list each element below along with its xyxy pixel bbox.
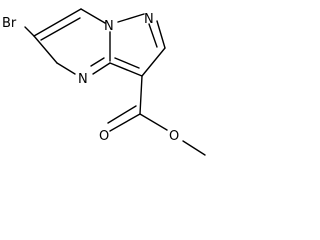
bond-c-c-brc <box>33 35 58 64</box>
bond-c-bridge-n-bottom <box>92 62 111 75</box>
bond-n-top-ch-inner <box>148 23 158 48</box>
bond-top-n-bridge <box>80 8 106 24</box>
atom-labels: Br N N N O O <box>2 12 179 144</box>
bond-c3-c-bridge-inner <box>114 57 140 69</box>
bond-n-bridge-n-top <box>117 13 145 23</box>
bond-c3-c-bridge <box>109 62 143 77</box>
bond-n-top-ch <box>156 20 166 49</box>
atom-label-n-pyrazole: N <box>144 12 154 27</box>
bond-o-ester-methyl <box>182 140 206 156</box>
molecule-structure-diagram: Br N N N O O <box>2 8 206 156</box>
atom-label-o-carbonyl: O <box>99 129 109 144</box>
bond-c-brc-top-inner <box>40 17 81 41</box>
bond-c-brc-top <box>33 8 82 37</box>
atom-label-n-pyrimidine: N <box>78 72 88 87</box>
atom-label-bromine: Br <box>2 16 17 31</box>
atom-label-o-ester: O <box>169 129 179 144</box>
bond-c-bridge-n-bottom-inner <box>90 57 105 67</box>
atom-label-n-bridge: N <box>104 19 114 34</box>
bond-br-c <box>24 26 35 37</box>
bond-ch-c3 <box>141 47 166 77</box>
bond-lines <box>24 8 206 156</box>
bond-n-bottom-c <box>56 62 76 75</box>
bond-carbonyl-c-o <box>109 113 141 132</box>
bond-c3-carbonyl-c <box>139 75 143 115</box>
bond-carbonyl-c-o-inner <box>107 105 137 124</box>
bond-carbonyl-c-o-ester <box>139 113 168 131</box>
